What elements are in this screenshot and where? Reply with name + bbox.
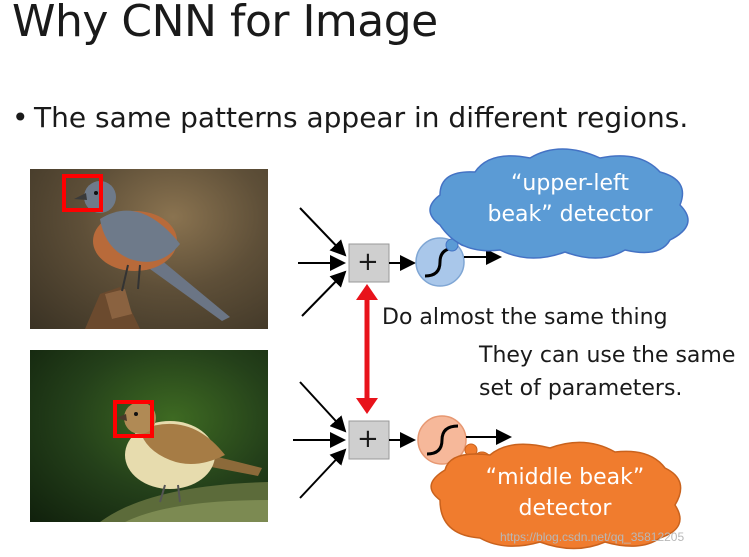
params-annotation-line1: They can use the same	[479, 343, 736, 368]
bottom-detector-line1: “middle beak”	[485, 465, 645, 490]
bottom-neuron	[417, 415, 467, 465]
bullet-point: •The same patterns appear in different r…	[12, 101, 688, 134]
top-detector-cloud	[429, 148, 689, 259]
bottom-detector-line2: detector	[518, 496, 612, 521]
same-thing-annotation: Do almost the same thing	[382, 305, 668, 330]
slide-title: Why CNN for Image	[12, 0, 438, 47]
top-plus-symbol: +	[357, 247, 379, 277]
bird-illustration-bottom	[100, 402, 268, 522]
top-detector-line2: beak” detector	[487, 202, 653, 227]
bullet-text: The same patterns appear in different re…	[34, 101, 689, 134]
bird-photo-top	[30, 169, 268, 329]
bullet-icon: •	[12, 101, 29, 134]
params-annotation-line2: set of parameters.	[479, 376, 683, 401]
upper-left-beak-box	[62, 174, 103, 212]
watermark: https://blog.csdn.net/qq_35812205	[500, 530, 685, 544]
shared-parameters-arrow	[356, 284, 378, 414]
bottom-input-arrows	[293, 381, 347, 499]
bottom-detector-label: “middle beak” detector	[460, 462, 670, 524]
bird-illustration-top	[74, 181, 230, 329]
top-detector-label: “upper-left beak” detector	[470, 168, 670, 230]
middle-beak-box	[113, 400, 154, 438]
bottom-plus-symbol: +	[357, 424, 379, 454]
top-detector-line1: “upper-left	[510, 171, 629, 196]
top-input-arrows	[298, 207, 347, 317]
bottom-detector-cloud	[430, 441, 682, 550]
